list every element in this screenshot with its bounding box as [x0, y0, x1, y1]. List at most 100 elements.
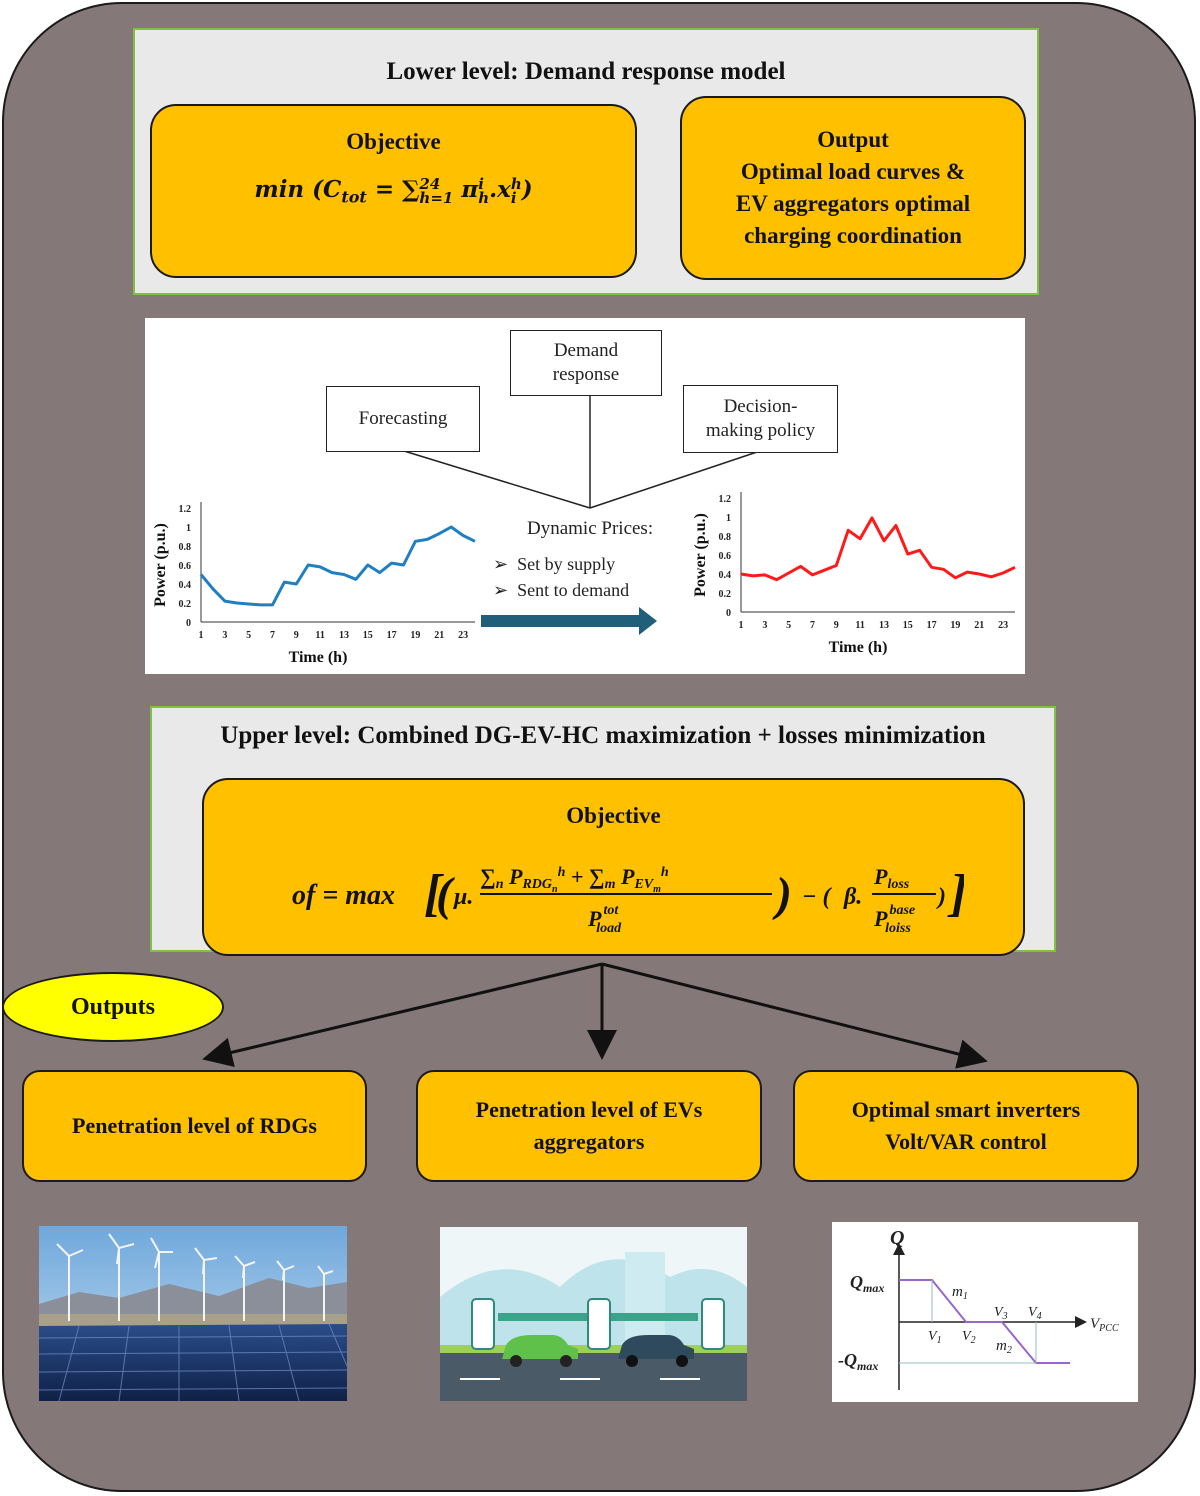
x-tick-label: 21 [974, 620, 984, 631]
y-tick-label: 0.2 [179, 599, 192, 610]
x-axis-label: Time (h) [289, 649, 348, 666]
y-tick-label: 0.4 [179, 580, 192, 591]
demand-response-box: Demand response [510, 330, 662, 396]
x-tick-label: 1 [199, 630, 204, 641]
x-tick-label: 13 [339, 630, 349, 641]
x-tick-label: 13 [879, 620, 889, 631]
svg-text:of = max: of = max [292, 880, 395, 911]
solar-panels-icon [39, 1324, 347, 1401]
svg-text:): ) [772, 868, 792, 921]
slope-m2-label: m2 [996, 1338, 1012, 1356]
ev-charging-image [440, 1227, 747, 1401]
y-tick-label: 0.8 [179, 542, 192, 553]
upper-level-title: Upper level: Combined DG-EV-HC maximizat… [220, 722, 986, 749]
svg-text:Ploss: Ploss [873, 864, 910, 892]
v3-label: V3 [994, 1305, 1008, 1322]
output-box-inverter: Optimal smart inverters Volt/VAR control [793, 1070, 1139, 1182]
v4-label: V4 [1028, 1305, 1042, 1322]
y-tick-label: 1.2 [179, 504, 192, 515]
output-box-line: aggregators [533, 1129, 645, 1154]
prices-item: ➢ Set by supply [493, 554, 615, 575]
y-tick-label: 0.2 [719, 589, 732, 600]
wind-turbine-icon [56, 1233, 334, 1321]
output-box-ev: Penetration level of EVs aggregators [416, 1070, 762, 1182]
load-series-line [199, 525, 476, 607]
output-box-line: Optimal smart inverters [851, 1097, 1081, 1122]
volt-var-svg: Q VPCC Qmax -Qmax m1 m2 V1 V2 V3 V4 [838, 1227, 1119, 1390]
x-tick-label: 15 [903, 620, 913, 631]
x-tick-label: 7 [270, 630, 275, 641]
dynamic-prices-title: Dynamic Prices: [527, 518, 654, 539]
svg-text:− (: − ( [802, 884, 833, 910]
y-tick-label: 0 [726, 608, 731, 619]
lower-output-box: Output Optimal load curves & EV aggregat… [680, 96, 1026, 280]
droop-curve [899, 1279, 1070, 1364]
electric-car-icon [502, 1335, 694, 1367]
slope-m1-label: m1 [952, 1284, 968, 1302]
svg-text:μ.: μ. [452, 884, 473, 910]
x-tick-label: 5 [786, 620, 791, 631]
output-box-line: Penetration level of RDGs [72, 1113, 317, 1138]
x-tick-label: 17 [927, 620, 937, 631]
y-tick-label: 1 [186, 523, 191, 534]
v-axis-label: VPCC [1090, 1316, 1119, 1334]
x-tick-label: 3 [222, 630, 227, 641]
renewable-energy-image [39, 1226, 347, 1401]
y-tick-label: 0.6 [719, 551, 732, 562]
y-tick-label: 0.8 [719, 532, 732, 543]
y-tick-label: 0 [186, 618, 191, 629]
y-tick-label: 1.2 [719, 494, 732, 505]
output-box-line: Penetration level of EVs [475, 1097, 703, 1122]
x-axis-label: Time (h) [829, 639, 888, 656]
arrowhead-bullet-icon: ➢ [493, 554, 518, 574]
lower-output-line: EV aggregators optimal [735, 191, 971, 216]
lower-output-title: Output [817, 127, 889, 152]
svg-text:[: [ [424, 865, 444, 922]
lower-output-line: charging coordination [744, 223, 962, 248]
svg-text:]: ] [947, 865, 964, 922]
arrowhead-bullet-icon: ➢ [493, 580, 518, 600]
forecasting-box: Forecasting [326, 386, 480, 452]
svg-text:∑n PRDGnh + ∑m PEVmh: ∑n PRDGnh + ∑m PEVmh [480, 864, 669, 895]
outputs-ellipse: Outputs [2, 972, 224, 1042]
x-tick-label: 11 [315, 630, 324, 641]
x-tick-label: 17 [387, 630, 397, 641]
lower-level-title: Lower level: Demand response model [386, 58, 786, 85]
q-axis-label: Q [890, 1227, 904, 1249]
price-arrow [481, 607, 657, 635]
decision-making-box: Decision-making policy [683, 385, 838, 453]
x-tick-label: 9 [294, 630, 299, 641]
x-tick-label: 23 [458, 630, 468, 641]
y-axis-label: Power (p.u.) [152, 523, 169, 607]
prices-item-text: Set by supply [517, 554, 616, 574]
y-axis-label: Power (p.u.) [692, 513, 709, 597]
v2-label: V2 [962, 1329, 976, 1346]
upper-level-panel: Upper level: Combined DG-EV-HC maximizat… [150, 706, 1056, 956]
svg-text:β.: β. [843, 884, 862, 910]
output-box-rdg: Penetration level of RDGs [22, 1070, 367, 1182]
x-tick-label: 11 [855, 620, 864, 631]
x-tick-label: 19 [410, 630, 420, 641]
upper-objective-box: Objective of = max [ ( μ. ∑n PRDGnh + ∑m… [202, 778, 1025, 956]
lower-objective-title: Objective [346, 129, 441, 154]
x-tick-label: 23 [998, 620, 1008, 631]
x-tick-label: 3 [762, 620, 767, 631]
upper-objective-title: Objective [566, 803, 661, 828]
svg-text:): ) [936, 884, 946, 910]
qmax-label: Qmax [850, 1272, 884, 1295]
lower-level-panel: Lower level: Demand response model Objec… [133, 28, 1039, 295]
y-tick-label: 1 [726, 513, 731, 524]
x-tick-label: 7 [810, 620, 815, 631]
y-tick-label: 0.4 [719, 570, 732, 581]
x-tick-label: 1 [739, 620, 744, 631]
demand-response-figure: Forecasting Demand response Decision-mak… [145, 318, 1025, 674]
neg-qmax-label: -Qmax [838, 1350, 878, 1373]
